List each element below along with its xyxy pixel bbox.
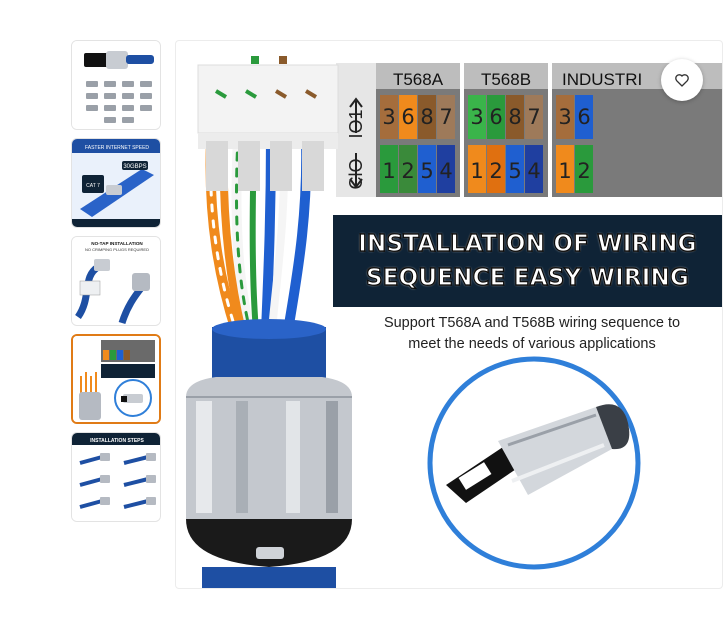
pin-label: 6: [489, 105, 503, 129]
thumb-caption-cat: CAT 7: [86, 183, 100, 189]
pin-label: 1: [558, 159, 572, 183]
thumbnail-no-tap-installation[interactable]: NO-TAP INSTALLATION NO CRIMPING PLUGS RE…: [71, 236, 161, 326]
thumb-caption-top: FASTER INTERNET SPEED: [85, 145, 149, 151]
thumbnail-image: [73, 336, 159, 422]
headline-line-2: SEQUENCE EASY WIRING: [365, 264, 690, 291]
thumbnail-connectors-pack[interactable]: [71, 40, 161, 130]
heart-outline-icon: [675, 74, 689, 87]
connector-wiring-illustration: [186, 56, 722, 588]
thumbnail-installation-steps[interactable]: INSTALLATION STEPS: [71, 432, 161, 522]
pin-label: 1: [470, 159, 484, 183]
pin-label: 8: [420, 105, 434, 129]
thumb-caption-sub: NO CRIMPING PLUGS REQUIRED: [85, 247, 149, 252]
main-product-image[interactable]: T568A T568B INDUSTRI 3 6 8 7 1 2 5 4 3 6…: [175, 40, 723, 589]
pin-label: 7: [527, 105, 541, 129]
thumbnail-image: [72, 41, 160, 129]
pin-label: 8: [508, 105, 522, 129]
pin-label: 6: [401, 105, 415, 129]
thumbnail-image: NO-TAP INSTALLATION NO CRIMPING PLUGS RE…: [72, 237, 160, 325]
thumbnail-image: FASTER INTERNET SPEED 30GBPS CAT 7: [72, 139, 160, 227]
wiring-header-t568b: T568B: [480, 70, 532, 89]
pin-label: 3: [558, 105, 572, 129]
thumb-caption-top: INSTALLATION STEPS: [90, 438, 144, 444]
subtitle-line-1: Support T568A and T568B wiring sequence …: [383, 315, 681, 331]
pin-label: 4: [527, 159, 541, 183]
pin-label: 5: [508, 159, 522, 183]
thumbnail-wiring-sequence[interactable]: [71, 334, 161, 424]
pin-label: 1: [382, 159, 396, 183]
thumb-caption-top: NO-TAP INSTALLATION: [91, 241, 143, 246]
pin-label: 2: [401, 159, 415, 183]
side-label-top: IO1: [346, 109, 366, 139]
subtitle-text: Support T568A and T568B wiring sequence …: [351, 313, 713, 355]
pin-label: 5: [420, 159, 434, 183]
thumbnail-faster-speed[interactable]: FASTER INTERNET SPEED 30GBPS CAT 7: [71, 138, 161, 228]
headline-line-1: INSTALLATION OF WIRING: [358, 230, 697, 257]
pin-label: 3: [470, 105, 484, 129]
wishlist-button[interactable]: [661, 59, 703, 101]
thumbnail-image: INSTALLATION STEPS: [72, 433, 160, 521]
pin-label: 2: [489, 159, 503, 183]
subtitle-line-2: meet the needs of various applications: [408, 336, 656, 352]
side-label-bottom: ClO: [346, 158, 366, 190]
pin-label: 3: [382, 105, 396, 129]
thumb-caption-badge: 30GBPS: [123, 164, 146, 170]
wiring-header-industrial: INDUSTRI: [562, 70, 643, 89]
wiring-header-t568a: T568A: [392, 70, 444, 89]
pin-label: 4: [439, 159, 453, 183]
pin-label: 2: [577, 159, 591, 183]
headline-banner: INSTALLATION OF WIRING SEQUENCE EASY WIR…: [333, 215, 722, 307]
pin-label: 7: [439, 105, 453, 129]
pin-label: 6: [577, 105, 591, 129]
